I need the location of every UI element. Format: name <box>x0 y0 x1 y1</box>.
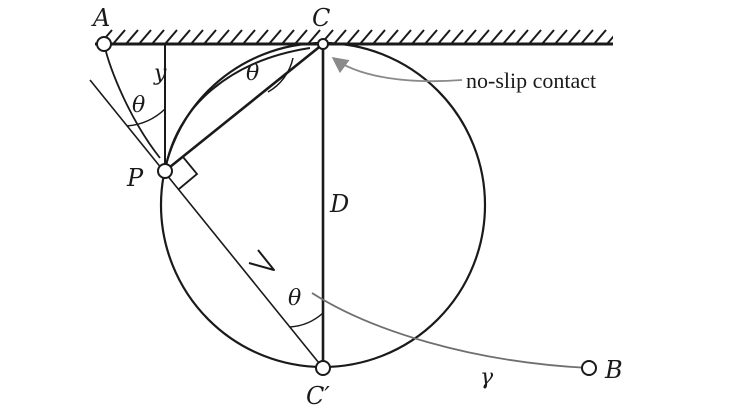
hatch-stroke <box>385 29 399 44</box>
theta-arc-left <box>126 108 166 127</box>
point-c <box>317 38 329 50</box>
hatch-stroke <box>333 29 347 44</box>
hatch-stroke <box>515 29 529 44</box>
label-theta-bottom: θ <box>288 286 301 311</box>
ceiling-hatching <box>99 29 632 44</box>
label-p: P <box>126 164 144 192</box>
hatch-stroke <box>203 29 217 44</box>
label-y: y <box>153 61 167 86</box>
chord-pc <box>164 42 324 173</box>
hatch-stroke <box>164 29 178 44</box>
hatch-stroke <box>620 30 632 44</box>
hatch-stroke <box>190 29 204 44</box>
tangent-line <box>89 79 324 369</box>
hatch-stroke <box>138 29 152 44</box>
point-a <box>96 36 112 52</box>
label-c: C <box>312 4 330 32</box>
cycloid-curve-upper <box>103 43 161 159</box>
hatch-stroke <box>502 29 516 44</box>
hatch-stroke <box>346 29 360 44</box>
hatch-stroke <box>268 29 282 44</box>
hatch-stroke <box>151 29 165 44</box>
gamma-curve <box>311 292 590 369</box>
hatch-stroke <box>463 29 477 44</box>
point-p <box>157 163 173 179</box>
hatch-stroke <box>606 35 613 44</box>
ceiling <box>95 29 632 46</box>
hatch-stroke <box>294 29 308 44</box>
point-c-prime <box>315 360 331 376</box>
annotation-no-slip: no-slip contact <box>466 68 596 93</box>
hatch-stroke <box>541 29 555 44</box>
hatch-stroke <box>450 29 464 44</box>
annotation-arrow <box>331 57 463 83</box>
hatch-stroke <box>372 29 386 44</box>
hatch-stroke <box>177 29 191 44</box>
hatch-stroke <box>437 29 451 44</box>
hatch-stroke <box>281 29 295 44</box>
hatch-stroke <box>216 29 230 44</box>
hatch-stroke <box>567 29 581 44</box>
label-d: D <box>329 190 349 218</box>
label-c-prime: C′ <box>306 382 330 410</box>
hatch-stroke <box>125 29 139 44</box>
hatch-stroke <box>528 29 542 44</box>
hatch-stroke <box>593 29 607 44</box>
hatch-stroke <box>489 29 503 44</box>
hatch-stroke <box>398 29 412 44</box>
label-b: B <box>604 356 623 384</box>
hatch-stroke <box>476 29 490 44</box>
point-b <box>581 360 597 376</box>
hatch-stroke <box>242 29 256 44</box>
hatch-stroke <box>307 29 321 44</box>
hatch-stroke <box>229 29 243 44</box>
theta-arc-top <box>267 57 294 93</box>
label-gamma: γ <box>480 365 494 390</box>
hatch-stroke <box>112 29 126 44</box>
hatch-stroke <box>411 29 425 44</box>
hatch-stroke <box>359 29 373 44</box>
hatch-stroke <box>580 29 594 44</box>
label-theta-top: θ <box>246 61 259 86</box>
rolling-arc <box>164 47 311 172</box>
label-a: A <box>91 4 110 32</box>
label-theta-left: θ <box>132 93 145 118</box>
theta-arc-bottom <box>289 312 324 328</box>
hatch-stroke <box>255 29 269 44</box>
hatch-stroke <box>554 29 568 44</box>
hatch-stroke <box>424 29 438 44</box>
right-angle-marker <box>178 156 199 190</box>
motion-direction-arrow <box>248 249 275 271</box>
